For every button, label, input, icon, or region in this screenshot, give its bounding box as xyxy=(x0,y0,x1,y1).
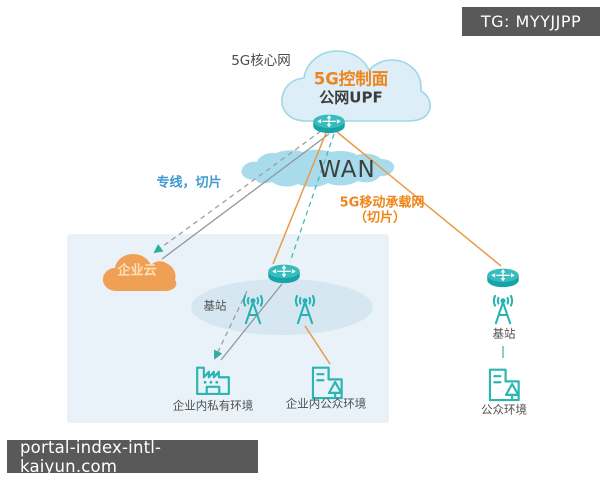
base-station-label-campus: 基站 xyxy=(203,298,227,313)
tg-watermark-badge: TG: MYYJJPP xyxy=(462,7,600,36)
router-icon-public xyxy=(486,267,520,288)
link-campus-router-to-factory-solid xyxy=(220,283,283,361)
bearer-network-label-line1: 5G移动承载网 xyxy=(339,195,425,211)
leased-line-label: 专线，切片 xyxy=(156,175,222,191)
private-env-label: 企业内私有环境 xyxy=(172,398,254,413)
link-core-to-enterprise-cloud-dashed xyxy=(153,130,322,254)
core-network-cloud-icon xyxy=(281,50,431,122)
core-network-label: 5G核心网 xyxy=(231,53,291,70)
link-lines xyxy=(153,130,504,365)
base-station-zone xyxy=(191,279,373,335)
router-icon-campus xyxy=(267,263,301,284)
link-core-to-campus-router-orange xyxy=(272,132,327,265)
bearer-network-label-line2: （切片） xyxy=(353,210,407,226)
upf-label: 公网UPF xyxy=(319,88,383,107)
router-icon-core xyxy=(312,113,346,134)
link-core-to-campus-router-teal-dashed xyxy=(289,133,335,263)
enterprise-cloud-label: 企业云 xyxy=(117,263,157,279)
building-icon-public xyxy=(488,368,520,402)
base-station-label-public: 基站 xyxy=(492,326,516,341)
domain-watermark-badge: portal-index-intl-kaiyun.com xyxy=(7,438,258,476)
enterprise-public-env-label: 企业内公众环境 xyxy=(285,396,367,411)
link-core-to-enterprise-cloud-solid xyxy=(161,133,330,260)
link-core-to-public-router-orange xyxy=(336,131,502,267)
control-plane-label: 5G控制面 xyxy=(313,69,389,89)
wan-label: WAN xyxy=(318,156,376,183)
wan-cloud-icon xyxy=(241,149,395,187)
enterprise-cloud-icon xyxy=(102,254,177,291)
link-antenna-to-building-orange xyxy=(304,325,331,365)
link-antenna-to-factory-dashed xyxy=(213,290,248,360)
public-env-label: 公众环境 xyxy=(481,402,527,417)
antenna-icon-public xyxy=(492,294,514,325)
